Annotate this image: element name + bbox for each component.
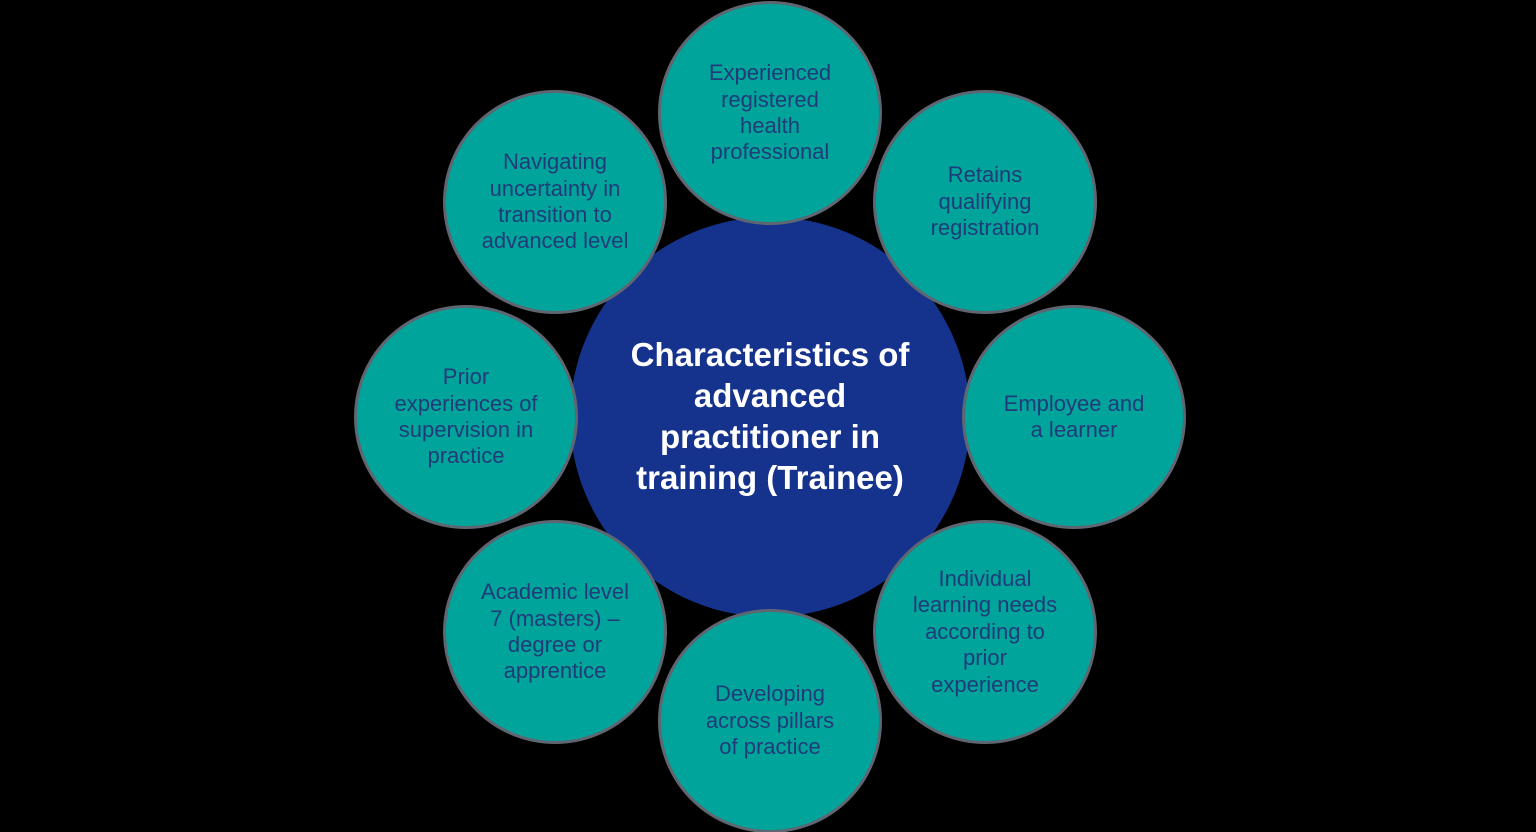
- bubble-experienced-professional: Experienced registered health profession…: [658, 1, 882, 225]
- bubble-label: Developing across pillars of practice: [705, 681, 835, 760]
- bubble-prior-supervision: Prior experiences of supervision in prac…: [354, 305, 578, 529]
- bubble-label: Prior experiences of supervision in prac…: [394, 364, 538, 469]
- bubble-label: Academic level 7 (masters) – degree or a…: [481, 579, 629, 684]
- bubble-developing-pillars: Developing across pillars of practice: [658, 609, 882, 832]
- bubble-academic-level-7: Academic level 7 (masters) – degree or a…: [443, 520, 667, 744]
- bubble-label: Experienced registered health profession…: [708, 60, 832, 165]
- bubble-individual-learning-needs: Individual learning needs according to p…: [873, 520, 1097, 744]
- center-circle: Characteristics of advanced practitioner…: [570, 217, 970, 617]
- bubble-navigating-uncertainty: Navigating uncertainty in transition to …: [443, 90, 667, 314]
- bubble-label: Individual learning needs according to p…: [912, 566, 1058, 697]
- bubble-label: Employee and a learner: [1003, 390, 1145, 442]
- bubble-label: Navigating uncertainty in transition to …: [481, 149, 629, 254]
- center-title: Characteristics of advanced practitioner…: [630, 336, 910, 496]
- bubble-label: Retains qualifying registration: [930, 162, 1040, 241]
- bubble-employee-learner: Employee and a learner: [962, 305, 1186, 529]
- bubble-retains-registration: Retains qualifying registration: [873, 90, 1097, 314]
